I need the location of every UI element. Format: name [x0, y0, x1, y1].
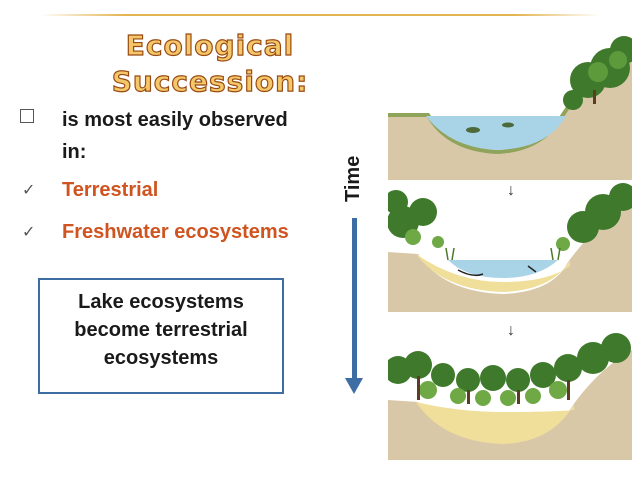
bullet-freshwater: Freshwater ecosystems [62, 221, 289, 243]
title-line-1: Ecological [125, 28, 295, 62]
bullet-intro-line-1: is most easily observed [62, 109, 288, 131]
checkmark-icon: ✓ [22, 182, 36, 199]
box-line-3: ecosystems [103, 347, 219, 369]
top-divider [40, 14, 600, 16]
time-label: Time [342, 155, 364, 203]
square-bullet-icon [20, 109, 34, 123]
bullet-intro-line-2: in: [62, 141, 87, 163]
slide-title: Ecological Succession: [100, 28, 320, 100]
stage-pond-illustration [384, 182, 637, 312]
title-line-2: Succession: [111, 64, 309, 98]
time-arrow-shaft [352, 218, 357, 382]
box-line-2: become terrestrial [74, 319, 248, 341]
stage-lake-illustration [388, 30, 638, 180]
stage-land-illustration [384, 330, 632, 460]
box-line-1: Lake ecosystems [78, 291, 244, 313]
stage-arrow-icon: ↓ [507, 182, 515, 199]
bullet-intro: is most easily observed in: [62, 104, 342, 168]
bullet-terrestrial: Terrestrial [62, 179, 159, 201]
stage-arrow-icon: ↓ [507, 322, 515, 339]
time-arrow-head-icon [345, 378, 363, 394]
lake-to-terrestrial-box: Lake ecosystems become terrestrial ecosy… [38, 278, 284, 394]
checkmark-icon: ✓ [22, 224, 36, 241]
